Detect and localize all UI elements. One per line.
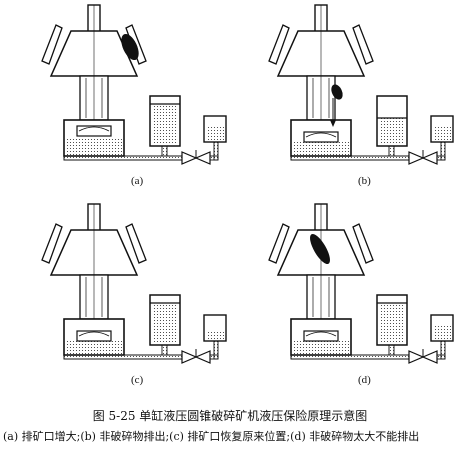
cylinder-oil: [293, 142, 349, 155]
oil-pipe: [63, 354, 183, 360]
valve: [408, 350, 425, 364]
piston: [303, 330, 339, 342]
oil-pipe: [63, 155, 183, 161]
panel-label-b: (b): [358, 175, 371, 187]
accumulator-oil: [152, 303, 178, 343]
tank-oil: [206, 331, 224, 339]
crusher-panel-b: [268, 4, 454, 165]
foreign-object: [331, 84, 343, 100]
valve: [181, 151, 198, 165]
panel-label-c: (c): [131, 374, 144, 386]
panel-label-d: (d): [358, 374, 371, 386]
piston: [76, 125, 112, 137]
left-concave-liner: [41, 24, 63, 65]
crusher-panel-d: [268, 203, 454, 364]
accumulator-oil: [379, 118, 405, 144]
left-concave-liner: [268, 223, 290, 264]
valve: [181, 350, 198, 364]
valve: [408, 151, 425, 165]
accumulator-oil: [152, 104, 178, 144]
tank-oil: [433, 126, 451, 140]
right-concave-liner: [352, 223, 374, 264]
tank-oil: [433, 325, 451, 339]
cylinder-oil: [293, 341, 349, 354]
oil-pipe: [290, 155, 410, 161]
figure-subcaption: (a) 排矿口增大;(b) 非破碎物排出;(c) 排矿口恢复原来位置;(d) 非…: [3, 430, 420, 443]
left-concave-liner: [41, 223, 63, 264]
foreign-object: [310, 233, 330, 265]
oil-pipe: [290, 354, 410, 360]
tank-oil: [206, 126, 224, 140]
cylinder-oil: [66, 138, 122, 155]
crusher-panel-a: [41, 4, 227, 165]
falling-arrowhead: [330, 120, 336, 127]
figure-caption: 图 5-25 单缸液压圆锥破碎矿机液压保险原理示意图: [92, 409, 368, 423]
right-concave-liner: [352, 24, 374, 65]
piston: [76, 330, 112, 342]
left-concave-liner: [268, 24, 290, 65]
crusher-panel-c: [41, 203, 227, 364]
panel-label-a: (a): [131, 175, 144, 187]
cylinder-oil: [66, 341, 122, 354]
accumulator-oil: [379, 303, 405, 343]
foreign-object: [121, 33, 139, 61]
right-concave-liner: [125, 223, 147, 264]
piston: [303, 131, 339, 143]
